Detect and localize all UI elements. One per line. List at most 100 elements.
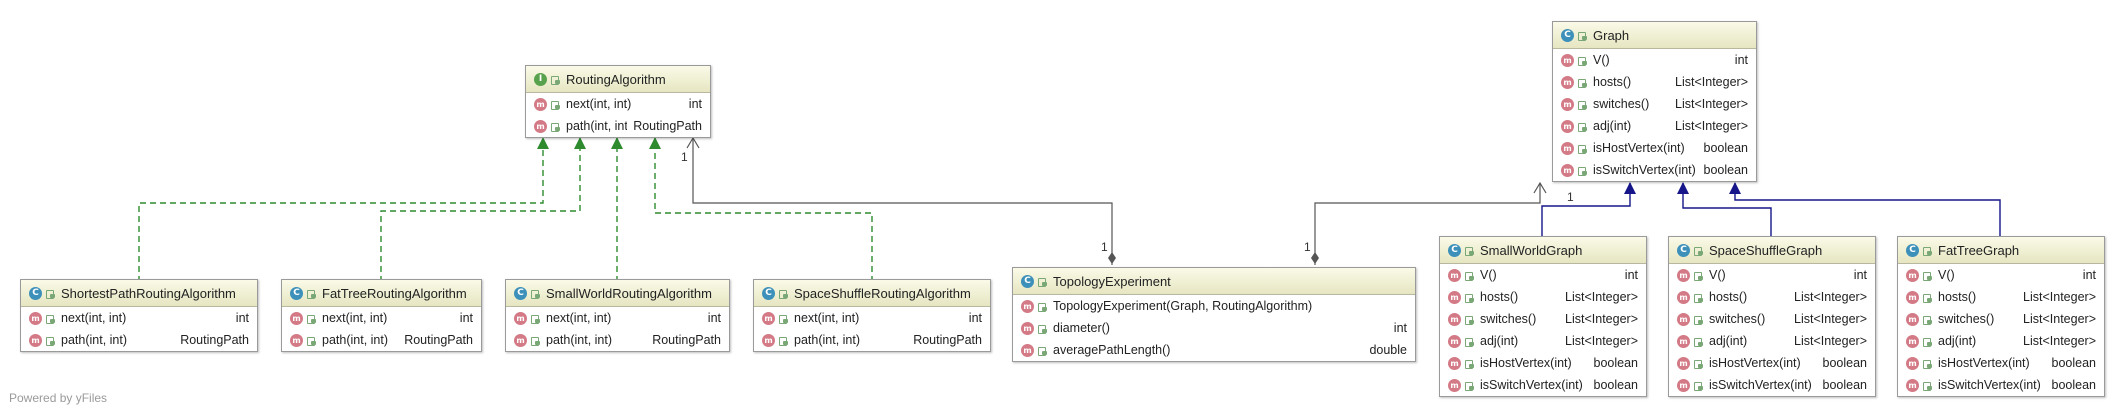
method-signature: hosts(): [1480, 290, 1519, 304]
implements-edge-shortest-path: [138, 137, 549, 282]
public-visibility-icon: [1464, 336, 1475, 347]
method-icon: m: [1021, 299, 1034, 313]
method-row[interactable]: m TopologyExperiment(Graph, RoutingAlgori…: [1013, 295, 1415, 317]
method-return-type: int: [235, 311, 249, 325]
method-signature: hosts(): [1709, 290, 1748, 304]
method-icon: m: [1677, 268, 1690, 282]
class-title: FatTreeGraph: [1938, 242, 2020, 258]
method-return-type: double: [1369, 343, 1407, 357]
method-signature: diameter(): [1053, 321, 1110, 335]
method-return-type: int: [1393, 321, 1407, 335]
method-signature: isHostVertex(int): [1709, 356, 1801, 370]
public-visibility-icon: [306, 335, 317, 346]
class-icon: C: [1448, 243, 1461, 257]
method-signature: path(int, int): [322, 333, 389, 347]
method-return-type: List<Integer>: [2023, 312, 2096, 326]
method-return-type: boolean: [2051, 356, 2097, 370]
method-return-type: List<Integer>: [1675, 75, 1748, 89]
public-visibility-icon: [1037, 345, 1048, 356]
method-icon: m: [1677, 312, 1690, 326]
method-signature: isSwitchVertex(int): [1938, 378, 2041, 392]
public-visibility-icon: [1922, 314, 1933, 325]
method-return-type: boolean: [1822, 378, 1868, 392]
method-signature: hosts(): [1593, 75, 1632, 89]
public-visibility-icon: [1922, 358, 1933, 369]
class-header[interactable]: C FatTreeGraph: [1898, 237, 2104, 264]
public-visibility-icon: [1464, 358, 1475, 369]
method-icon: m: [762, 311, 775, 325]
method-signature: V(): [1480, 268, 1497, 282]
method-signature: V(): [1593, 53, 1610, 67]
public-visibility-icon: [550, 74, 561, 85]
method-signature: TopologyExperiment(Graph, RoutingAlgorit…: [1053, 299, 1313, 313]
method-signature: switches(): [1593, 97, 1650, 111]
method-return-type: List<Integer>: [1794, 290, 1867, 304]
method-icon: m: [29, 311, 42, 325]
method-signature: adj(int): [1593, 119, 1632, 133]
method-icon: m: [290, 311, 303, 325]
class-title: Graph: [1593, 27, 1630, 43]
method-signature: isSwitchVertex(int): [1480, 378, 1583, 392]
method-row[interactable]: m hosts() List<Integer>: [1553, 71, 1756, 93]
method-icon: m: [1561, 75, 1574, 89]
public-visibility-icon: [1037, 301, 1048, 312]
public-visibility-icon: [1577, 143, 1588, 154]
public-visibility-icon: [1037, 323, 1048, 334]
class-icon: C: [1906, 243, 1919, 257]
